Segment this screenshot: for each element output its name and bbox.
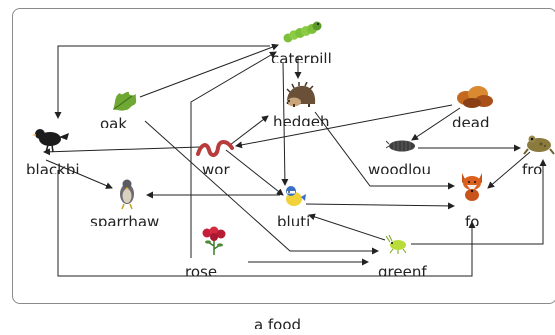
diagram-caption: a food (253, 316, 302, 329)
fox-icon (462, 173, 482, 201)
sparrowhawk-icon (120, 179, 134, 210)
node-label-dead: dead (452, 114, 490, 127)
hedgehog-icon (286, 82, 316, 107)
arrow-caterpillar-to-bluetit (281, 61, 289, 186)
arrow-worm-to-blackbird (43, 146, 201, 156)
node-label-oak: oak (100, 115, 128, 128)
node-label-blackbird: blackbi (26, 161, 80, 174)
node-label-woodlouse: woodlou (368, 161, 431, 174)
arrow-frog-to-fox (487, 151, 531, 189)
arrow-hedgehog-to-fox (314, 111, 455, 190)
node-label-sparrowhawk: sparrhaw (90, 213, 160, 226)
node-label-caterpillar: caterpill (271, 50, 332, 63)
worm-icon (196, 140, 234, 157)
node-label-rose: rose (185, 263, 218, 276)
greenfly-icon (385, 234, 407, 254)
arrow-worm-to-hedgehog (229, 115, 269, 146)
node-label-frog: fro (522, 161, 543, 174)
bluetit-icon (286, 186, 306, 206)
arrow-blackbird-to-sparrowhawk (45, 159, 113, 189)
arrow-greenfly-to-bluetit (308, 213, 386, 241)
woodlouse-icon (386, 140, 415, 152)
oak-leaf-icon (113, 91, 137, 111)
node-label-fox: fo (465, 213, 480, 226)
arrow-rose-to-caterpillar (190, 51, 277, 258)
rose-icon (202, 226, 226, 255)
arrow-dead-to-woodlouse (411, 107, 461, 141)
caterpillar-icon (283, 21, 322, 43)
node-label-bluetit: bluti (277, 213, 311, 226)
arrow-worm-to-bluetit (225, 149, 284, 196)
arrow-oak-to-greenfly (144, 120, 379, 255)
arrow-greenfly-to-frog (411, 159, 547, 245)
node-label-worm: wor (202, 161, 230, 174)
arrow-bluetit-to-fox (305, 202, 455, 210)
arrow-oak-to-caterpillar (139, 43, 279, 98)
arrow-blackbird-to-fox (57, 170, 476, 277)
arrow-caterpillar-to-blackbird (54, 45, 270, 119)
node-label-greenfly: greenf (378, 263, 427, 276)
dead-leaves-icon (457, 86, 493, 108)
blackbird-icon (32, 129, 69, 153)
diagram-frame (12, 8, 555, 304)
frog-icon (523, 135, 555, 155)
node-label-hedgehog: hedgeh (273, 113, 330, 126)
arrow-dead-to-worm (235, 104, 453, 149)
